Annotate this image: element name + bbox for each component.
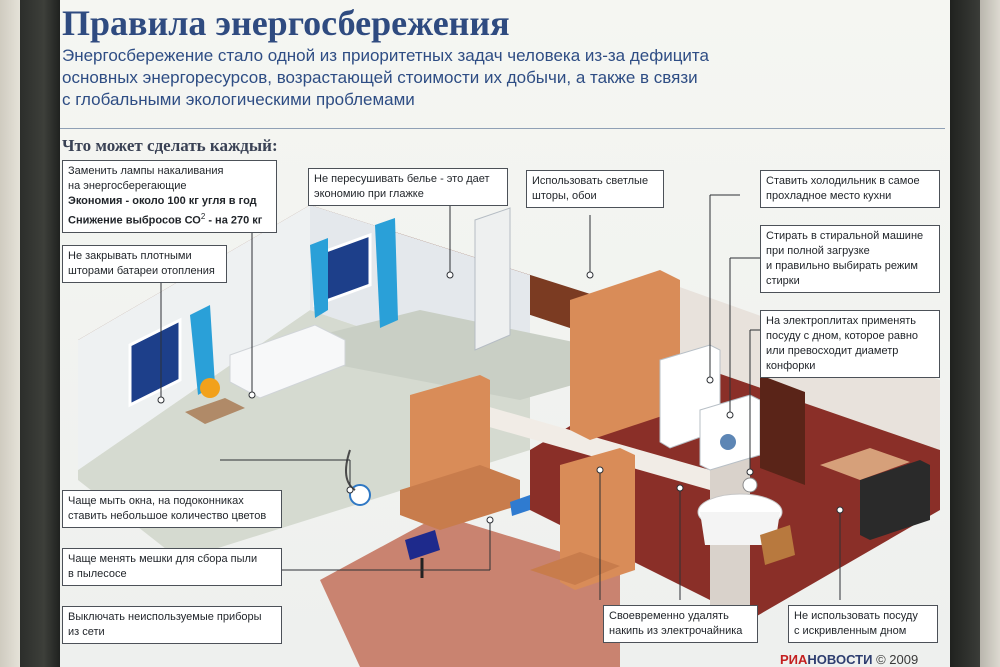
tip-text: Своевременно удалять: [609, 610, 729, 622]
page-title: Правила энергосбережения: [62, 3, 510, 43]
tip-text: и правильно выбирать режим: [766, 260, 918, 272]
tip-text: конфорки: [766, 360, 816, 372]
section-heading: Что может сделать каждый:: [62, 136, 278, 155]
tip-text: Выключать неиспользуемые приборы: [68, 611, 262, 623]
tip-lamps: Заменить лампы накаливания на энергосбер…: [62, 160, 277, 233]
intro-line: Энергосбережение стало одной из приорите…: [62, 46, 709, 65]
tip-text: Использовать светлые: [532, 175, 649, 187]
background-wall-left: [0, 0, 20, 667]
tip-text: при полной загрузке: [766, 245, 870, 257]
tip-superscript: 2: [200, 212, 206, 221]
tip-kettle: Своевременно удалять накипь из электроча…: [603, 605, 758, 643]
stove: [860, 460, 930, 540]
tip-emphasis: - на 270 кг: [205, 214, 263, 227]
callout-lines: [160, 194, 841, 600]
background-wall-right: [980, 0, 1000, 667]
logo-ria: РИА: [780, 652, 808, 667]
tip-text: стирки: [766, 275, 800, 287]
tip-text: шторы, обои: [532, 190, 597, 202]
curtain: [375, 218, 398, 328]
tip-text: На электроплитах применять: [766, 315, 917, 327]
tip-text: Не закрывать плотными: [68, 250, 192, 262]
tip-vacuum: Чаще менять мешки для сбора пыли в пылес…: [62, 548, 282, 586]
logo-novosti: НОВОСТИ: [807, 652, 873, 667]
tip-text: Чаще мыть окна, на подоконниках: [68, 495, 244, 507]
tip-text: Заменить лампы накаливания: [68, 165, 224, 177]
chair: [760, 525, 795, 565]
tip-text: из сети: [68, 626, 105, 638]
infographic-screen: Правила энергосбережения Энергосбережени…: [60, 0, 950, 667]
central-floor: [260, 310, 660, 400]
tip-cookware: Не использовать посуду с искривленным дн…: [788, 605, 938, 643]
tip-curtains: Использовать светлые шторы, обои: [526, 170, 664, 208]
tip-emphasis: Экономия: [68, 195, 123, 207]
tip-text: Чаще менять мешки для сбора пыли: [68, 553, 258, 565]
tip-text: шторами батареи отопления: [68, 265, 215, 277]
tip-text: накипь из электрочайника: [609, 625, 743, 637]
intro-text: Энергосбережение стало одной из приорите…: [62, 45, 942, 111]
side-table: [185, 398, 245, 424]
window-left: [128, 317, 182, 408]
tip-devices: Выключать неиспользуемые приборы из сети: [62, 606, 282, 644]
monitor-bezel-right: [950, 0, 980, 667]
tip-emphasis: Снижение выбросов СО: [68, 214, 201, 227]
tip-text: экономию при глажке: [314, 188, 424, 200]
tip-text: или превосходит диаметр: [766, 345, 899, 357]
tip-text: Ставить холодильник в самое: [766, 175, 920, 187]
interior-wall: [430, 390, 710, 490]
tip-text: посуду с дном, которое равно: [766, 330, 919, 342]
tip-text: ставить небольшое количество цветов: [68, 510, 267, 522]
bedroom-floor: [320, 515, 620, 667]
intro-line: основных энергоресурсов, возрастающей ст…: [62, 68, 698, 87]
tip-text: с искривленным дном: [794, 625, 907, 637]
bedroom-desk: [400, 465, 520, 530]
divider: [60, 128, 945, 129]
tip-text: Экономия - около 100 кг угля в год: [68, 194, 271, 209]
ria-novosti-logo: РИАНОВОСТИ © 2009: [780, 652, 918, 667]
tip-windows: Чаще мыть окна, на подоконниках ставить …: [62, 490, 282, 528]
apartment-illustration: [78, 194, 940, 667]
kitchen-door: [760, 375, 805, 485]
tip-laundry: Не пересушивать белье - это дает экономи…: [308, 168, 508, 206]
sofa: [229, 324, 346, 399]
tip-text: Не пересушивать белье - это дает: [314, 173, 490, 185]
laptop: [510, 495, 530, 516]
office-chair: [405, 530, 440, 560]
tip-text: на энергосберегающие: [68, 180, 187, 192]
bedroom-table: [530, 552, 620, 585]
kettle: [742, 477, 758, 493]
tablecloth: [700, 512, 780, 545]
tip-emphasis: - около 100 кг угля в год: [122, 195, 257, 207]
tip-text: Стирать в стиральной машине: [766, 230, 924, 242]
washer-door: [720, 434, 736, 450]
wardrobe: [474, 207, 511, 351]
tip-fridge: Ставить холодильник в самое прохладное м…: [760, 170, 940, 208]
tip-stove: На электроплитах применять посуду с дном…: [760, 310, 940, 378]
intro-line: с глобальными экологическими проблемами: [62, 90, 415, 109]
curtain: [310, 238, 328, 318]
tip-washing: Стирать в стиральной машине при полной з…: [760, 225, 940, 293]
bookshelf: [570, 270, 680, 440]
kitchen-counter: [820, 448, 910, 480]
curtain: [190, 305, 215, 395]
callout-dots: [157, 271, 844, 524]
tip-text: Снижение выбросов СО2 - на 270 кг: [68, 209, 271, 229]
tip-batteries: Не закрывать плотными шторами батареи от…: [62, 245, 227, 283]
lamp-shade: [200, 378, 220, 398]
tip-text: в пылесосе: [68, 568, 127, 580]
monitor-bezel-left: [20, 0, 60, 667]
copyright-year: © 2009: [876, 652, 919, 667]
tip-text: Не использовать посуду: [794, 610, 918, 622]
tip-text: прохладное место кухни: [766, 190, 892, 202]
